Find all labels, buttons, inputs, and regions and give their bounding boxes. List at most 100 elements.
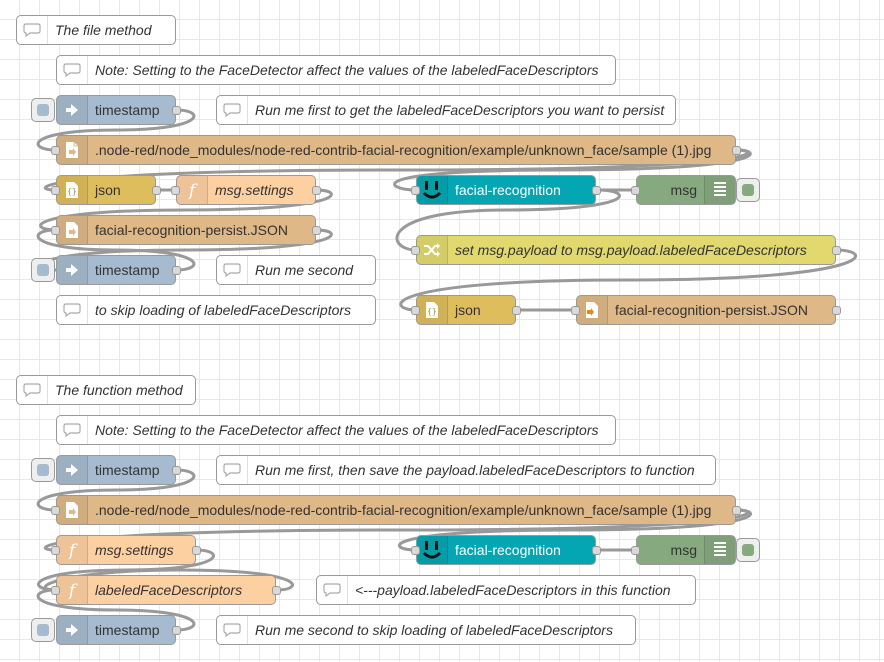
facial-recognition-node[interactable]: facial-recognition	[411, 175, 601, 205]
comment-icon	[57, 296, 88, 324]
output-port[interactable]	[172, 626, 181, 635]
node-label: facial-recognition	[455, 182, 561, 198]
input-port[interactable]	[51, 586, 60, 595]
debug-list-icon	[704, 536, 735, 564]
input-port[interactable]	[411, 246, 420, 255]
output-port[interactable]	[172, 106, 181, 115]
output-port[interactable]	[832, 306, 841, 315]
node-label: timestamp	[95, 262, 160, 278]
file-out-node-persist[interactable]: facial-recognition-persist.JSON	[571, 295, 841, 325]
input-port[interactable]	[631, 546, 640, 555]
output-port[interactable]	[172, 266, 181, 275]
change-node[interactable]: set msg.payload to msg.payload.labeledFa…	[411, 235, 841, 265]
input-port[interactable]	[51, 226, 60, 235]
output-port[interactable]	[312, 226, 321, 235]
function-node-labeled[interactable]: f labeledFaceDescriptors	[51, 575, 281, 605]
input-port[interactable]	[631, 186, 640, 195]
input-port[interactable]	[171, 186, 180, 195]
svg-text:f: f	[67, 581, 78, 599]
json-node[interactable]: {} json	[51, 175, 161, 205]
comment-icon	[317, 576, 348, 604]
inject-arrow-icon	[57, 616, 88, 644]
function-node-settings[interactable]: f msg.settings	[171, 175, 321, 205]
comment-note-2[interactable]: Note: Setting to the FaceDetector affect…	[56, 415, 616, 445]
inject-button[interactable]	[31, 98, 55, 122]
output-port[interactable]	[312, 186, 321, 195]
file-in-node[interactable]: .node-red/node_modules/node-red-contrib-…	[51, 135, 741, 165]
node-label: msg.settings	[215, 182, 294, 198]
input-port[interactable]	[571, 306, 580, 315]
comment-icon	[17, 16, 48, 44]
debug-node-2[interactable]: msg	[631, 535, 760, 565]
function-node-settings-2[interactable]: f msg.settings	[51, 535, 201, 565]
svg-text:{}: {}	[427, 307, 437, 316]
json-node-2[interactable]: {} json	[411, 295, 521, 325]
debug-toggle-button[interactable]	[736, 178, 760, 202]
comment-label: Note: Setting to the FaceDetector affect…	[95, 62, 599, 78]
node-label: timestamp	[95, 462, 160, 478]
svg-text:{}: {}	[67, 187, 77, 196]
output-port[interactable]	[732, 506, 741, 515]
debug-node[interactable]: msg	[631, 175, 760, 205]
input-port[interactable]	[51, 506, 60, 515]
inject-button[interactable]	[31, 458, 55, 482]
output-port[interactable]	[732, 146, 741, 155]
inject-node-timestamp-4[interactable]: timestamp	[31, 615, 181, 645]
inject-arrow-icon	[57, 96, 88, 124]
inject-node-timestamp-3[interactable]: timestamp	[31, 455, 181, 485]
output-port[interactable]	[152, 186, 161, 195]
inject-arrow-icon	[57, 456, 88, 484]
node-label: msg	[670, 182, 697, 198]
file-icon	[57, 496, 88, 524]
debug-toggle-button[interactable]	[736, 538, 760, 562]
inject-button[interactable]	[31, 618, 55, 642]
output-port[interactable]	[272, 586, 281, 595]
output-port[interactable]	[512, 306, 521, 315]
comment-function-method[interactable]: The function method	[16, 375, 196, 405]
node-label: timestamp	[95, 622, 160, 638]
node-label: labeledFaceDescriptors	[95, 582, 243, 598]
comment-note[interactable]: Note: Setting to the FaceDetector affect…	[56, 55, 616, 85]
comment-label: to skip loading of labeledFaceDescriptor…	[95, 302, 352, 318]
comment-run-second[interactable]: Run me second	[216, 255, 376, 285]
comment-icon	[217, 456, 248, 484]
input-port[interactable]	[411, 306, 420, 315]
svg-text:f: f	[187, 181, 198, 199]
inject-arrow-icon	[57, 256, 88, 284]
output-port[interactable]	[832, 246, 841, 255]
input-port[interactable]	[411, 546, 420, 555]
output-port[interactable]	[192, 546, 201, 555]
svg-text:f: f	[67, 541, 78, 559]
comment-label: Run me second to skip loading of labeled…	[255, 622, 613, 638]
input-port[interactable]	[411, 186, 420, 195]
input-port[interactable]	[51, 146, 60, 155]
comment-file-method[interactable]: The file method	[16, 15, 176, 45]
comment-label: Note: Setting to the FaceDetector affect…	[95, 422, 599, 438]
function-icon: f	[177, 176, 208, 204]
comment-icon	[217, 256, 248, 284]
comment-icon	[217, 616, 248, 644]
input-port[interactable]	[51, 186, 60, 195]
comment-run-first-2[interactable]: Run me first, then save the payload.labe…	[216, 455, 716, 485]
inject-node-timestamp-2[interactable]: timestamp	[31, 255, 181, 285]
inject-node-timestamp[interactable]: timestamp	[31, 95, 181, 125]
node-label: json	[95, 182, 121, 198]
node-label: .node-red/node_modules/node-red-contrib-…	[95, 142, 712, 158]
file-icon	[57, 216, 88, 244]
input-port[interactable]	[51, 546, 60, 555]
facial-recognition-node-2[interactable]: facial-recognition	[411, 535, 601, 565]
inject-button[interactable]	[31, 258, 55, 282]
comment-skip-loading[interactable]: to skip loading of labeledFaceDescriptor…	[56, 295, 376, 325]
comment-run-second-2[interactable]: Run me second to skip loading of labeled…	[216, 615, 636, 645]
comment-run-first[interactable]: Run me first to get the labeledFaceDescr…	[216, 95, 676, 125]
comment-label: Run me first, then save the payload.labe…	[255, 462, 695, 478]
comment-arrow[interactable]: <---payload.labeledFaceDescriptors in th…	[316, 575, 696, 605]
output-port[interactable]	[592, 546, 601, 555]
file-in-node-persist[interactable]: facial-recognition-persist.JSON	[51, 215, 321, 245]
face-icon	[417, 176, 448, 204]
node-label: msg	[670, 542, 697, 558]
debug-list-icon	[704, 176, 735, 204]
output-port[interactable]	[172, 466, 181, 475]
output-port[interactable]	[592, 186, 601, 195]
file-in-node-2[interactable]: .node-red/node_modules/node-red-contrib-…	[51, 495, 741, 525]
